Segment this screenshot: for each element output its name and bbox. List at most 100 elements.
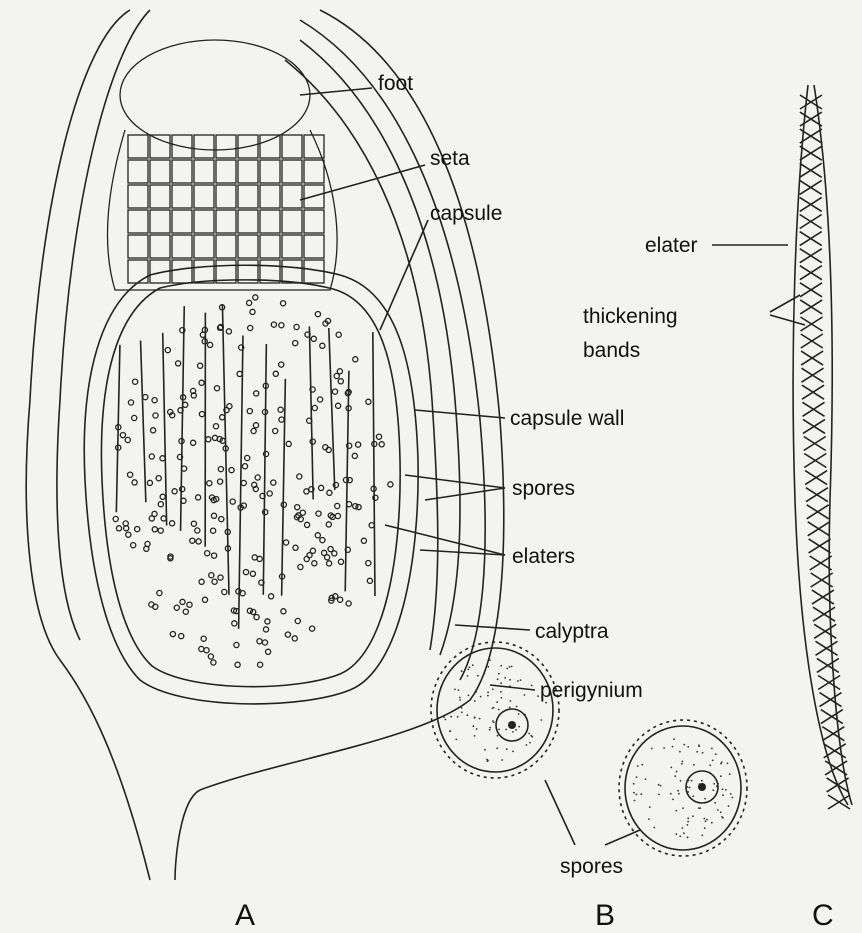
- spore-texture-dot: [454, 689, 456, 691]
- spore-texture-dot: [705, 820, 707, 822]
- seta-cell: [128, 210, 148, 233]
- spore-dot: [180, 487, 185, 492]
- spore-dot: [229, 468, 234, 473]
- spore-dot: [320, 343, 325, 348]
- spore-dot: [241, 480, 246, 485]
- spore-dot: [293, 545, 298, 550]
- seta-cell: [150, 160, 170, 183]
- spore-texture-dot: [687, 786, 689, 788]
- spore-dot: [211, 528, 216, 533]
- spore-dot: [263, 627, 268, 632]
- spore-dot: [132, 480, 137, 485]
- spore-texture-dot: [687, 817, 689, 819]
- spore-dot: [253, 295, 258, 300]
- spore-dot: [281, 301, 286, 306]
- elater-strand: [116, 345, 120, 512]
- spore-texture-dot: [487, 691, 489, 693]
- spore-texture-dot: [702, 752, 704, 754]
- spore-dot: [202, 597, 207, 602]
- spore-texture-dot: [504, 677, 506, 679]
- seta-cell: [238, 185, 258, 208]
- spore-texture-dot: [683, 832, 685, 834]
- spore-dot: [316, 511, 321, 516]
- spore-texture-dot: [706, 819, 708, 821]
- capsule-wall-inner: [101, 280, 400, 687]
- spore-dot: [338, 559, 343, 564]
- spore-texture-dot: [722, 794, 724, 796]
- spore-dot: [315, 312, 320, 317]
- label-elater: elater: [645, 234, 698, 257]
- spore-texture-dot: [714, 802, 716, 804]
- elater-strand: [309, 326, 313, 499]
- spore-dot: [126, 532, 131, 537]
- seta-cell: [282, 235, 302, 258]
- spore-dot: [147, 480, 152, 485]
- spore-texture-dot: [670, 767, 672, 769]
- spore-texture-dot: [636, 794, 638, 796]
- spore-texture-dot: [512, 751, 514, 753]
- spore-texture-dot: [479, 718, 481, 720]
- seta-cell: [238, 235, 258, 258]
- seta-cell: [282, 185, 302, 208]
- spore-dot: [265, 619, 270, 624]
- spore-dot: [247, 409, 252, 414]
- spore-texture-dot: [704, 827, 706, 829]
- spore-texture-dot: [688, 780, 690, 782]
- spore-texture-dot: [524, 714, 526, 716]
- spore-dot: [235, 662, 240, 667]
- label-spores-b: spores: [560, 855, 623, 878]
- spore-dot: [113, 516, 118, 521]
- spore-texture-dot: [489, 659, 491, 661]
- spore-dot: [257, 639, 262, 644]
- spore-dot: [263, 509, 268, 514]
- spore-texture-dot: [679, 835, 681, 837]
- spore-texture-dot: [717, 809, 719, 811]
- spore-dot: [158, 502, 163, 507]
- spore-texture-dot: [701, 780, 703, 782]
- spore-dot: [247, 608, 252, 613]
- spore-texture-dot: [648, 818, 650, 820]
- seta-cell: [304, 210, 324, 233]
- spore-texture-dot: [709, 772, 711, 774]
- spore-dot: [180, 599, 185, 604]
- spore-dot: [346, 601, 351, 606]
- spore-dot: [230, 499, 235, 504]
- spore-dot: [254, 391, 259, 396]
- spore-dot: [326, 522, 331, 527]
- spore-texture-dot: [696, 751, 698, 753]
- spore-dot: [310, 548, 315, 553]
- spore-texture-dot: [496, 747, 498, 749]
- spore-dot: [205, 551, 210, 556]
- spore-dot: [199, 412, 204, 417]
- spore-texture-dot: [496, 701, 498, 703]
- spore-texture-dot: [467, 675, 469, 677]
- spore-dot: [248, 325, 253, 330]
- spore-dot: [327, 561, 332, 566]
- spore-dot: [219, 517, 224, 522]
- spore-texture-dot: [498, 673, 500, 675]
- spore-dot: [325, 555, 330, 560]
- figure-letter-a: A: [235, 899, 255, 932]
- spore-dot: [245, 455, 250, 460]
- seta-cell: [172, 160, 192, 183]
- spore-dot: [312, 405, 317, 410]
- spore-dot: [367, 578, 372, 583]
- spore-dot: [266, 649, 271, 654]
- seta-cell: [216, 135, 236, 158]
- spore-dot: [128, 400, 133, 405]
- spores-in-capsule: [113, 295, 393, 668]
- spore-texture-dot: [501, 759, 503, 761]
- spore-texture-dot: [691, 780, 693, 782]
- spore-texture-dot: [500, 691, 502, 693]
- spore-dot: [388, 482, 393, 487]
- spore-texture-dot: [457, 716, 459, 718]
- spore-dot: [198, 363, 203, 368]
- spore-dot: [335, 513, 340, 518]
- spore-texture-dot: [687, 746, 689, 748]
- spore-texture-dot: [477, 675, 479, 677]
- label-calyptra: calyptra: [535, 620, 609, 643]
- spore-dot: [214, 386, 219, 391]
- spore-dot: [332, 551, 337, 556]
- label-elaters-a: elaters: [512, 545, 575, 568]
- spore-texture-dot: [637, 765, 639, 767]
